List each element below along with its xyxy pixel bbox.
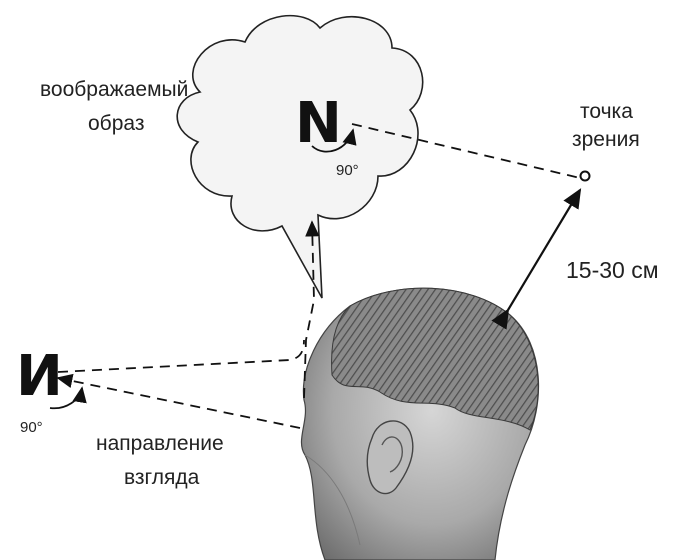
- imagined-image-label-line1: воображаемый: [40, 78, 188, 101]
- viewpoint-label-line1: точка: [580, 100, 633, 123]
- dash-imagined-to-viewpoint: [351, 123, 581, 179]
- head: [300, 287, 540, 560]
- angle-top-label: 90°: [336, 162, 359, 179]
- rotation-arrow-bottom-icon: [49, 386, 87, 410]
- thought-cloud: [176, 14, 424, 299]
- distance-label: 15-30 см: [566, 257, 659, 283]
- gaze-label-line2: взгляда: [124, 466, 200, 489]
- dash-gaze-direction: [56, 373, 301, 429]
- dash-real-letter-upper: [57, 339, 305, 373]
- gaze-label-line1: направление: [96, 432, 224, 455]
- real-letter-group: И 90°: [16, 344, 87, 436]
- dash-head-to-cloud: [303, 220, 320, 399]
- sight-lines: [56, 123, 581, 429]
- imagined-image-label-line2: образ: [88, 112, 144, 135]
- imagined-letter-group: И 90°: [295, 91, 359, 179]
- distance-arrow: [491, 188, 582, 330]
- viewpoint-label-line2: зрения: [572, 128, 640, 151]
- real-letter: И: [16, 344, 63, 409]
- angle-bottom-label: 90°: [20, 419, 43, 436]
- viewpoint-marker: [579, 170, 591, 182]
- ear: [366, 420, 414, 495]
- imagined-letter: И: [295, 91, 342, 156]
- rotation-arrow-top-icon: [311, 128, 357, 153]
